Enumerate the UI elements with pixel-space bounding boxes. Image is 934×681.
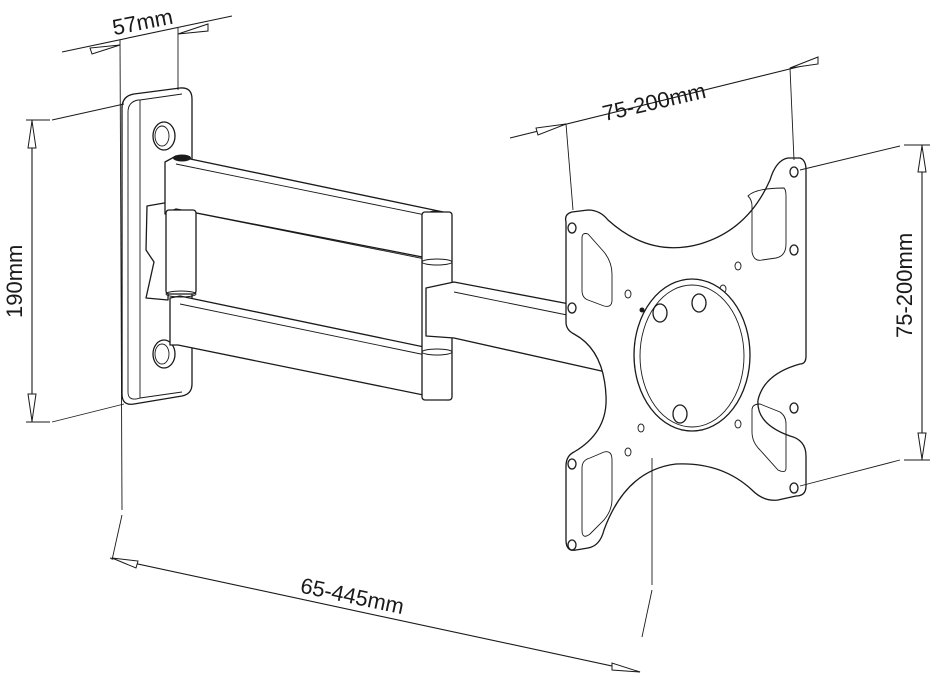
dimension-wall-plate-height: 190mm — [2, 103, 125, 423]
vesa-plate — [564, 157, 807, 551]
label-65-445mm: 65-445mm — [298, 573, 406, 619]
label-57mm: 57mm — [110, 4, 175, 40]
upper-arm — [164, 154, 449, 263]
label-75-200mm-horizontal: 75-200mm — [600, 78, 708, 126]
dimension-vesa-vertical: 75-200mm — [799, 144, 930, 487]
label-190mm: 190mm — [2, 245, 27, 318]
label-75-200mm-vertical: 75-200mm — [892, 233, 917, 338]
lower-arm — [169, 295, 449, 401]
